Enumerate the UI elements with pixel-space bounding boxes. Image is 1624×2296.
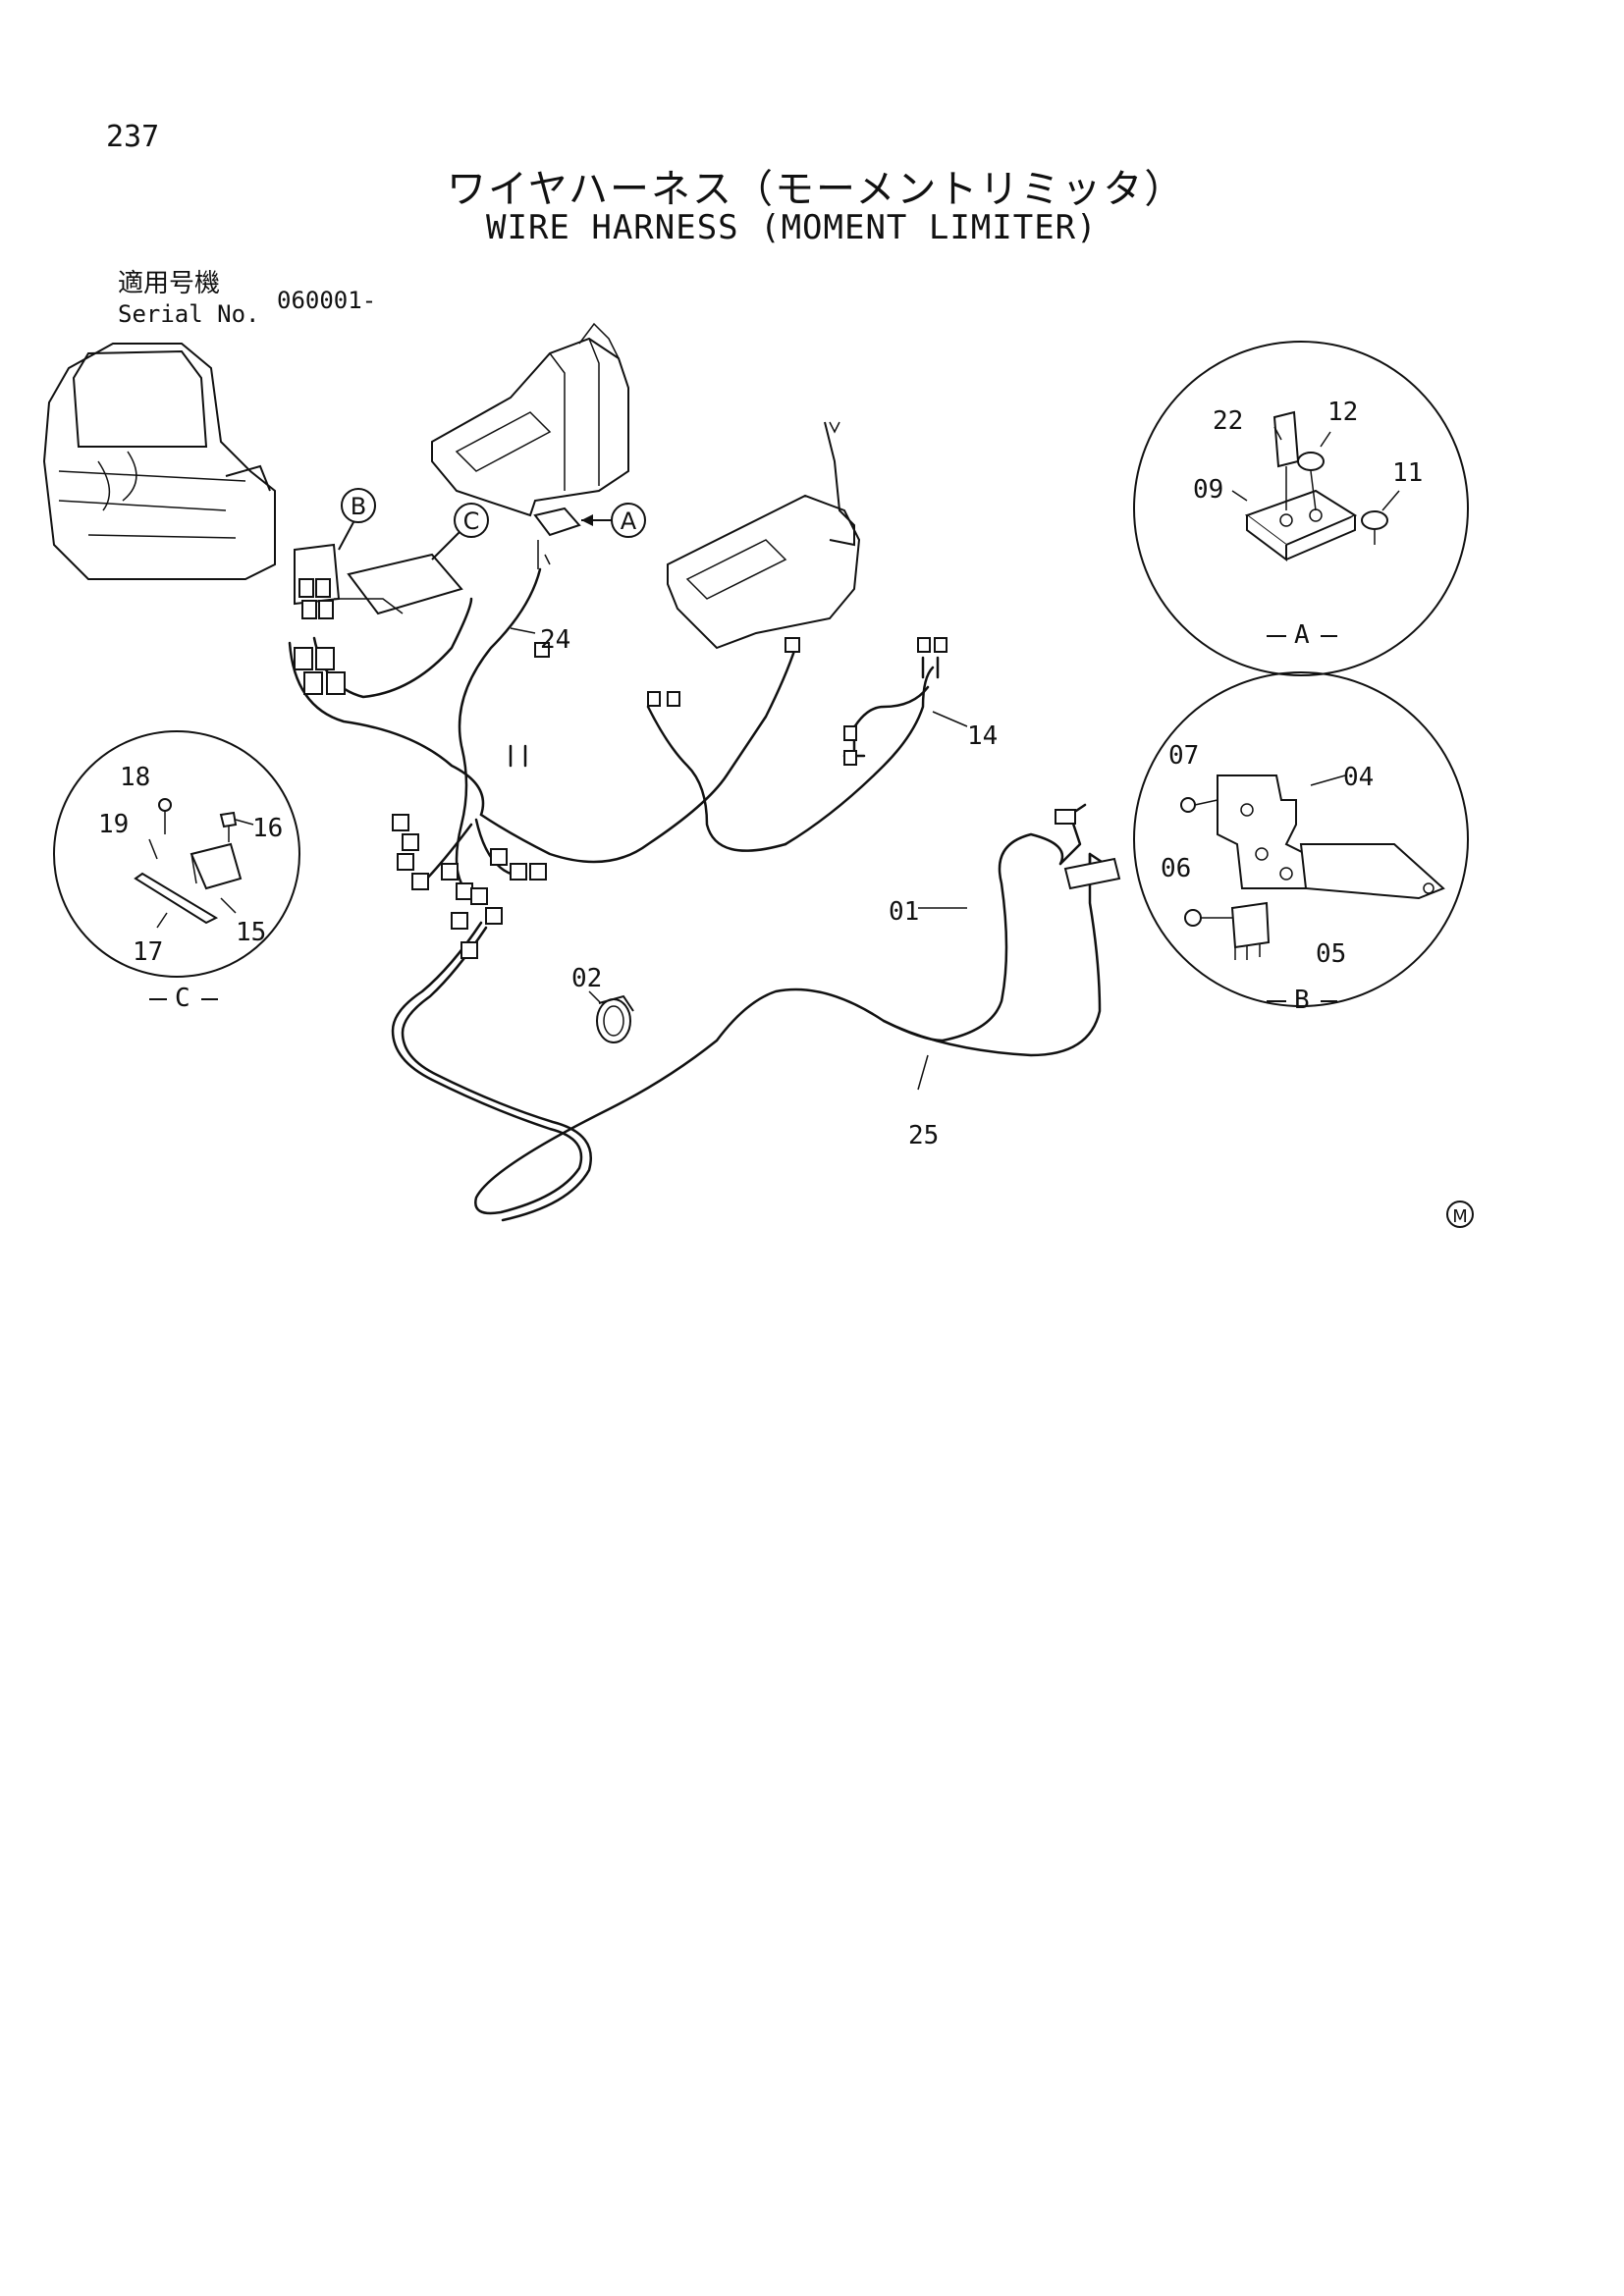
- label-07: 07: [1168, 741, 1199, 771]
- label-18: 18: [120, 763, 150, 792]
- svg-text:M: M: [1452, 1206, 1468, 1227]
- right-console-with-joystick: [667, 421, 861, 650]
- callout-a: A: [581, 503, 646, 538]
- label-02: 02: [571, 964, 602, 993]
- detail-c: 18 19 16 15 17 C: [53, 730, 300, 1013]
- detail-a: 22 12 11 09 A: [1133, 341, 1469, 676]
- serial-label-english: Serial No.: [118, 300, 260, 328]
- svg-text:A: A: [621, 507, 637, 535]
- label-22: 22: [1213, 406, 1243, 436]
- label-16: 16: [252, 814, 283, 843]
- title-japanese: ワイヤハーネス（モーメントリミッタ）: [447, 167, 1186, 212]
- harness-wires: [288, 567, 1107, 1222]
- harness-connectors: [294, 637, 1121, 959]
- label-05: 05: [1316, 939, 1346, 969]
- page-number: 237: [106, 120, 160, 154]
- detail-b-ref: B: [1294, 986, 1310, 1015]
- label-25: 25: [908, 1121, 939, 1150]
- label-09: 09: [1193, 475, 1223, 505]
- clamp-02: [596, 994, 634, 1043]
- label-04: 04: [1343, 763, 1374, 792]
- label-17: 17: [133, 937, 163, 967]
- label-06: 06: [1161, 854, 1191, 883]
- relay-bracket-assembly: [294, 543, 463, 619]
- serial-value: 060001-: [277, 287, 377, 314]
- label-01: 01: [889, 897, 919, 927]
- label-19: 19: [98, 810, 129, 839]
- callout-b: B: [338, 488, 376, 551]
- label-11: 11: [1392, 458, 1423, 488]
- detail-a-ref: A: [1294, 620, 1310, 650]
- detail-c-ref: C: [175, 984, 190, 1013]
- machine-overview-sketch: [42, 343, 276, 580]
- svg-text:C: C: [463, 507, 480, 535]
- callout-c: C: [431, 503, 489, 561]
- label-24: 24: [540, 625, 570, 655]
- bracket-a: [533, 507, 581, 569]
- m-mark: M: [1446, 1201, 1474, 1228]
- left-console: [431, 322, 629, 517]
- detail-b: 07 04 06 05 B: [1133, 671, 1469, 1015]
- label-14: 14: [967, 721, 998, 751]
- svg-text:B: B: [351, 493, 366, 520]
- label-15: 15: [236, 918, 266, 947]
- title-english: WIRE HARNESS (MOMENT LIMITER): [486, 208, 1098, 247]
- label-12: 12: [1327, 398, 1358, 427]
- serial-label-japanese: 適用号機: [118, 269, 221, 298]
